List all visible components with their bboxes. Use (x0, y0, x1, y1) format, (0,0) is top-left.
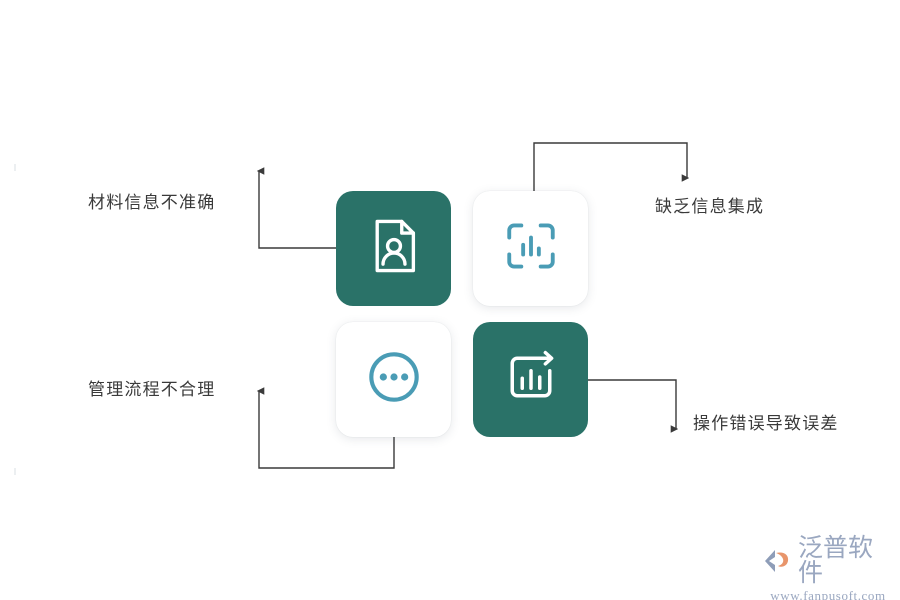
edge-artifact-top (14, 164, 16, 171)
document-person-icon (363, 215, 425, 282)
fanpu-logo-icon (762, 546, 794, 576)
scan-barchart-icon (502, 217, 560, 280)
card-chart-out[interactable] (473, 322, 588, 437)
watermark-brand-cn: 泛普软件 (798, 535, 874, 587)
edge-artifact-bottom (14, 468, 16, 475)
card-scan-chart[interactable] (473, 191, 588, 306)
watermark-url: www.fanpusoft.com (770, 588, 886, 600)
connector-material (256, 167, 336, 249)
connector-operation (588, 379, 679, 433)
label-lack-integration: 缺乏信息集成 (655, 197, 765, 216)
barchart-arrow-out-icon (501, 347, 561, 412)
connector-integration (533, 142, 690, 191)
circle-ellipsis-icon (362, 345, 426, 414)
label-management-process: 管理流程不合理 (88, 380, 216, 399)
card-more-dots[interactable] (336, 322, 451, 437)
watermark-logo: 泛普软件 www.fanpusoft.com (762, 535, 894, 600)
label-operation-error: 操作错误导致误差 (693, 414, 839, 433)
card-doc-person[interactable] (336, 191, 451, 306)
label-material-info: 材料信息不准确 (88, 193, 216, 212)
